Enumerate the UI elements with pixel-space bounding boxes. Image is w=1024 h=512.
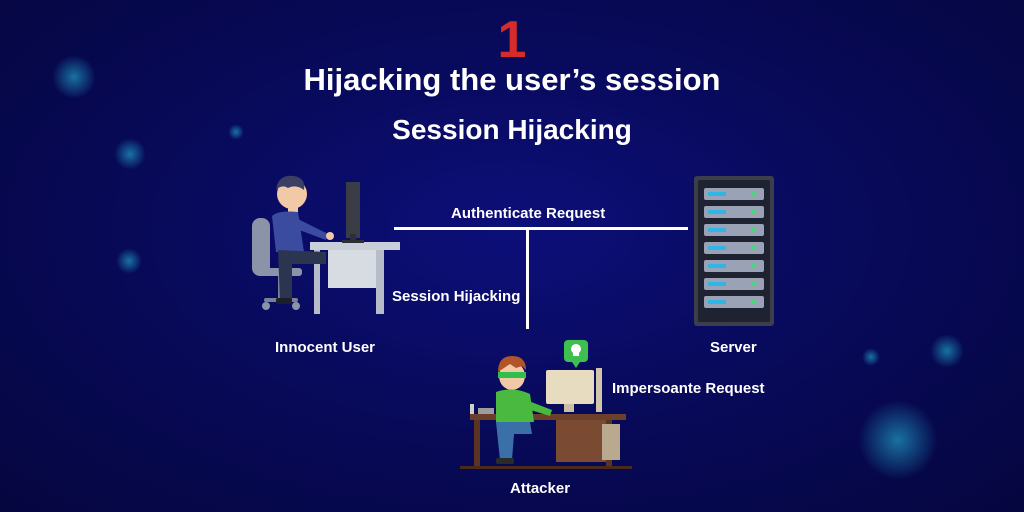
innocent-user-label: Innocent User — [275, 339, 376, 356]
background-glow — [228, 124, 244, 140]
authenticate-line — [394, 227, 688, 230]
attacker-illustration — [460, 340, 632, 469]
step-number: 1 — [497, 11, 527, 69]
background-glow — [116, 248, 142, 274]
server-label: Server — [710, 339, 757, 356]
server-illustration — [694, 176, 774, 326]
background-glow — [930, 334, 964, 368]
innocent-user-illustration — [252, 175, 400, 314]
attacker-label: Attacker — [510, 480, 571, 497]
page-title: Hijacking the user’s session — [303, 62, 721, 97]
background-glow — [52, 55, 96, 99]
authenticate-request-label: Authenticate Request — [451, 205, 606, 222]
background-glow — [114, 138, 146, 170]
impersonate-request-label: Impersoante Request — [612, 380, 765, 397]
hijack-line — [526, 229, 529, 329]
background-glow — [858, 400, 938, 480]
session-hijacking-label: Session Hijacking — [392, 288, 521, 305]
page-subtitle: Session Hijacking — [392, 114, 632, 145]
background-glow — [862, 348, 880, 366]
